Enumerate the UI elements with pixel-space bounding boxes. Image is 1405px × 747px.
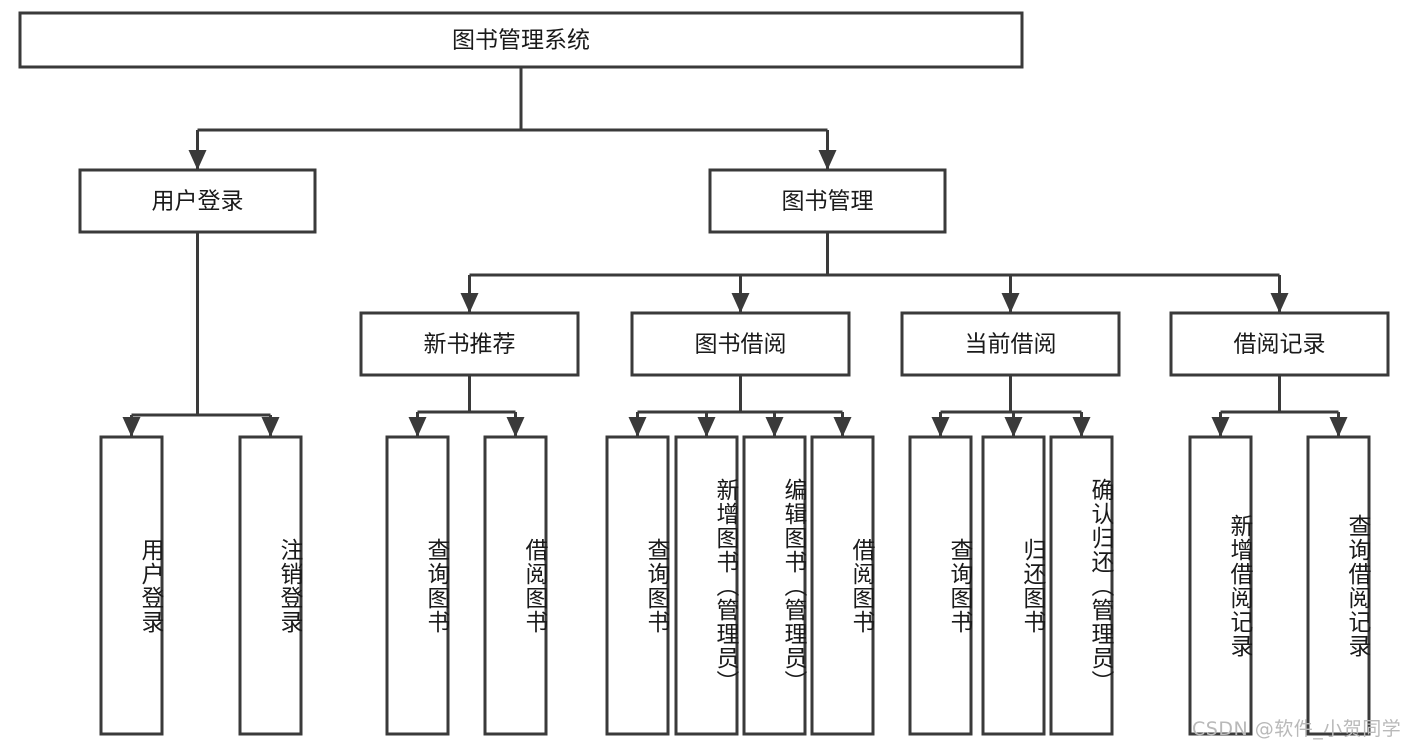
arrow-head-leaf-borrow-book-2 bbox=[833, 417, 852, 437]
node-box-leaf-return-book[interactable] bbox=[981, 435, 1046, 736]
node-label-book-borrow: 图书借阅 bbox=[695, 332, 787, 358]
arrow-head-leaf-query-book-3 bbox=[931, 417, 950, 437]
node-box-leaf-user-logout[interactable] bbox=[238, 435, 303, 736]
node-box-leaf-borrow-book-1[interactable] bbox=[483, 435, 548, 736]
node-label-current-borrow: 当前借阅 bbox=[965, 332, 1057, 358]
arrow-head-leaf-add-book bbox=[697, 417, 716, 437]
node-label-new-book-recommend: 新书推荐 bbox=[424, 332, 516, 358]
node-box-borrow-record[interactable] bbox=[1169, 311, 1390, 377]
node-box-book-borrow[interactable] bbox=[630, 311, 851, 377]
node-label-book-manage: 图书管理 bbox=[782, 189, 874, 215]
node-box-leaf-query-book-1[interactable] bbox=[385, 435, 450, 736]
arrow-head-leaf-borrow-book-1 bbox=[506, 417, 525, 437]
arrow-head-leaf-return-book bbox=[1004, 417, 1023, 437]
node-box-leaf-query-book-2[interactable] bbox=[605, 435, 670, 736]
arrow-head-leaf-query-book-1 bbox=[408, 417, 427, 437]
arrow-head-leaf-query-book-2 bbox=[628, 417, 647, 437]
node-label-root: 图书管理系统 bbox=[452, 28, 590, 54]
arrow-head-borrow-record bbox=[1270, 293, 1289, 313]
node-box-leaf-query-book-3[interactable] bbox=[908, 435, 973, 736]
node-box-leaf-confirm-return[interactable] bbox=[1049, 435, 1114, 736]
arrow-head-book-borrow bbox=[731, 293, 750, 313]
node-label-user-login: 用户登录 bbox=[152, 189, 244, 215]
arrow-head-user-login bbox=[188, 150, 207, 170]
connector-layer bbox=[122, 67, 1348, 437]
arrow-head-book-manage bbox=[818, 150, 837, 170]
node-box-leaf-add-record[interactable] bbox=[1188, 435, 1253, 736]
csdn-watermark: CSDN @软件_小贺同学 bbox=[1192, 718, 1402, 740]
arrow-head-leaf-user-login bbox=[122, 417, 141, 437]
node-box-leaf-user-login[interactable] bbox=[99, 435, 164, 736]
arrow-head-new-book-recommend bbox=[460, 293, 479, 313]
node-label-borrow-record: 借阅记录 bbox=[1234, 332, 1326, 358]
node-box-new-book-recommend[interactable] bbox=[359, 311, 580, 377]
arrow-head-current-borrow bbox=[1001, 293, 1020, 313]
box-layer bbox=[18, 11, 1390, 736]
arrow-head-leaf-confirm-return bbox=[1072, 417, 1091, 437]
node-box-current-borrow[interactable] bbox=[900, 311, 1121, 377]
node-box-user-login[interactable] bbox=[78, 168, 317, 234]
arrow-head-leaf-edit-book bbox=[765, 417, 784, 437]
node-box-leaf-query-record[interactable] bbox=[1306, 435, 1371, 736]
node-box-leaf-add-book[interactable] bbox=[674, 435, 739, 736]
arrow-head-leaf-user-logout bbox=[261, 417, 280, 437]
node-box-root[interactable] bbox=[18, 11, 1024, 69]
node-box-book-manage[interactable] bbox=[708, 168, 947, 234]
node-box-leaf-edit-book[interactable] bbox=[742, 435, 807, 736]
arrow-head-leaf-query-record bbox=[1329, 417, 1348, 437]
arrow-head-leaf-add-record bbox=[1211, 417, 1230, 437]
node-box-leaf-borrow-book-2[interactable] bbox=[810, 435, 875, 736]
